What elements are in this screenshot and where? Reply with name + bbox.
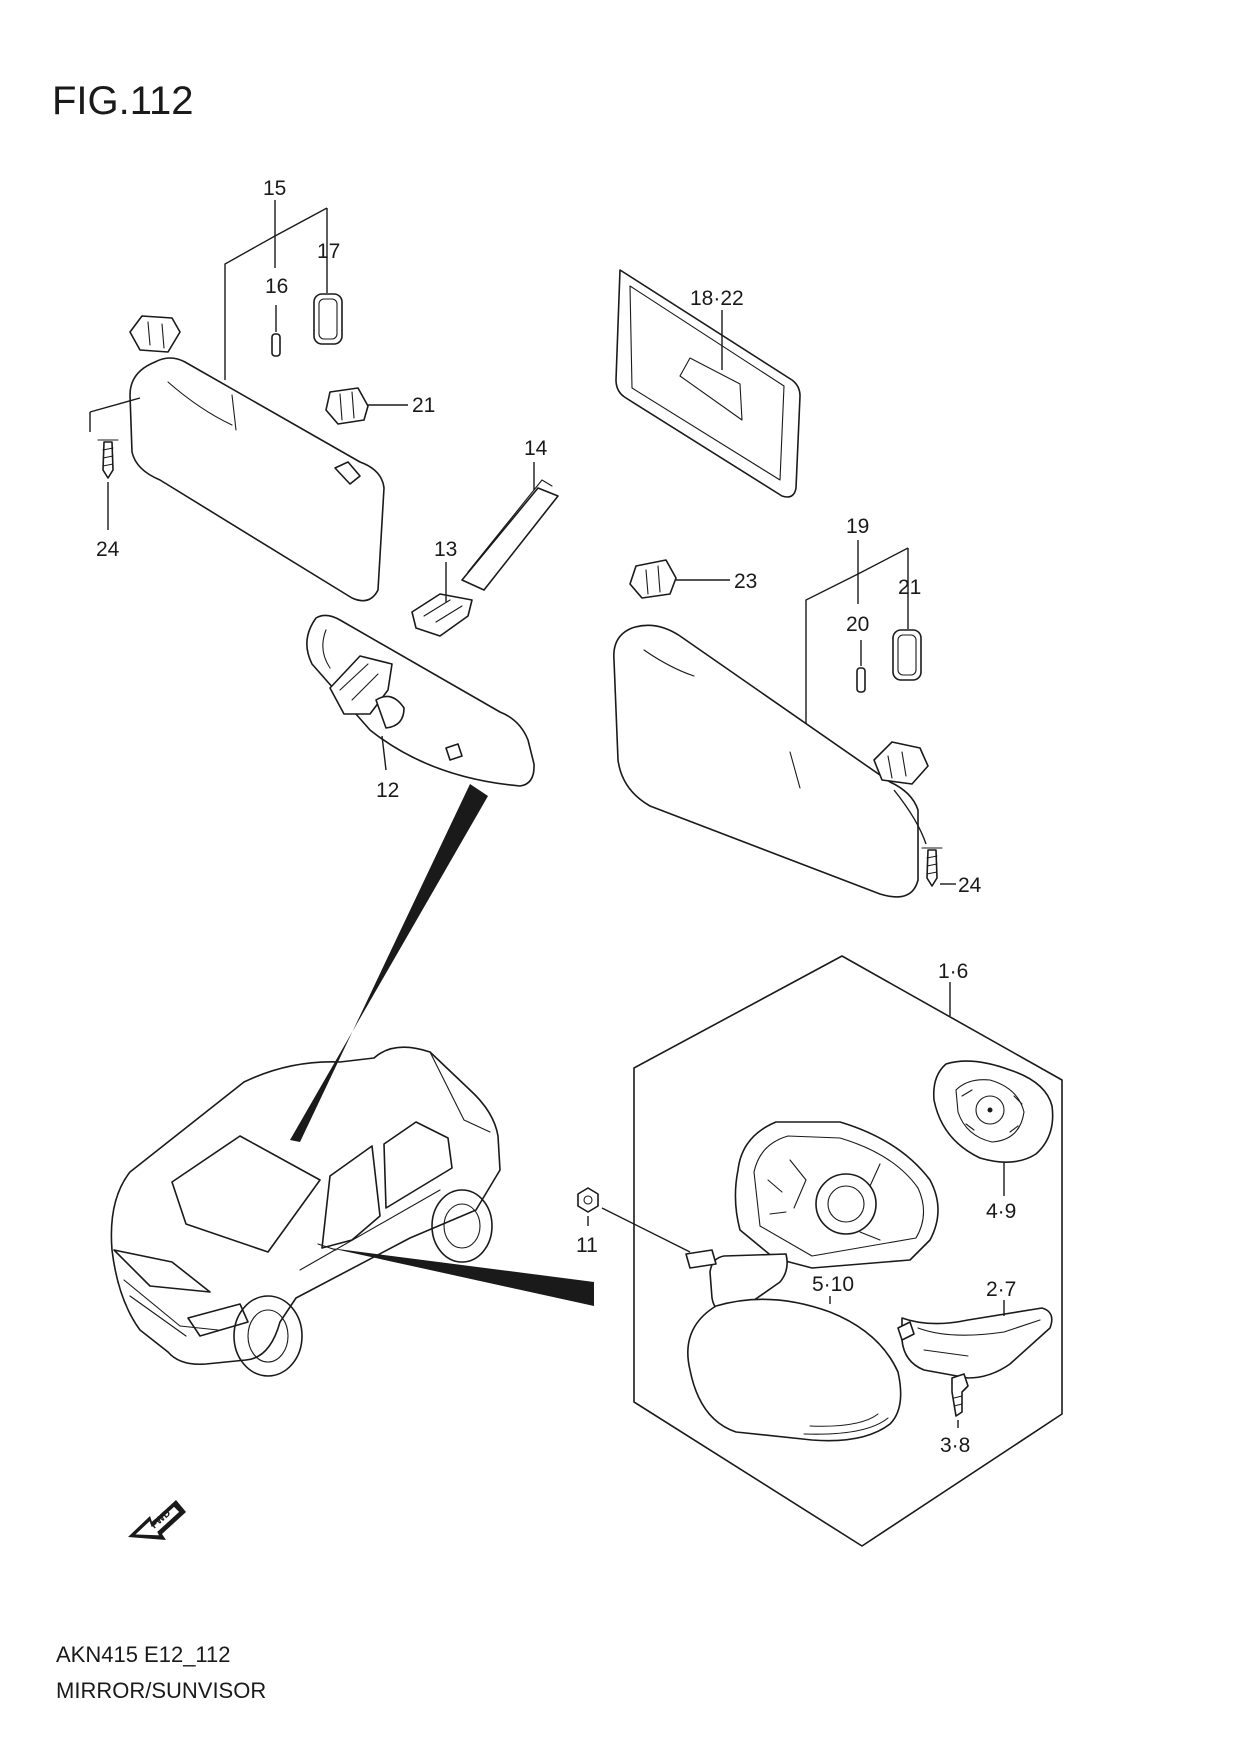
callout-15: 15 [263, 177, 286, 200]
right-hinge-bracket [873, 741, 929, 785]
clip-ring-21-lower [892, 629, 922, 681]
vanity-mirror-18-22 [615, 269, 801, 498]
leader-19 [805, 547, 909, 778]
pin-16 [271, 333, 281, 357]
right-sunvisor [613, 624, 919, 898]
figure-title: FIG.112 [52, 79, 194, 123]
footer-code: AKN415 E12_112 [56, 1642, 231, 1667]
callout-21-lower: 21 [898, 576, 921, 599]
mirror-housing [734, 1121, 939, 1269]
callout-1-6: 1·6 [938, 960, 968, 983]
cover-14 [461, 487, 559, 591]
screw-24-right [926, 849, 938, 887]
mirror-glass-4-9 [932, 1060, 1054, 1163]
door-mirror-assembly: 1·6 4·9 11 5·10 [576, 955, 1063, 1547]
center-mirror-group: 14 13 12 [290, 437, 559, 1142]
callout-20: 20 [846, 613, 869, 636]
callout-16: 16 [265, 275, 288, 298]
nut-11 [577, 1187, 599, 1213]
footer-name: MIRROR/SUNVISOR [56, 1678, 266, 1703]
callout-24-left: 24 [96, 538, 120, 561]
leader-15 [224, 207, 328, 380]
callout-11: 11 [576, 1234, 598, 1257]
screw-3-8 [951, 1373, 969, 1417]
callout-13: 13 [434, 538, 457, 561]
turn-signal-lamp-2-7 [901, 1307, 1053, 1379]
callout-5-10: 5·10 [812, 1273, 854, 1296]
screw-24-left [102, 441, 114, 479]
mirror-cover-5-10 [687, 1298, 902, 1442]
callout-4-9: 4·9 [986, 1200, 1016, 1223]
callout-14: 14 [524, 437, 548, 460]
callout-12: 12 [376, 779, 399, 802]
front-wheel [233, 1295, 303, 1377]
pin-20 [856, 667, 866, 693]
callout-18-22: 18·22 [690, 287, 744, 310]
left-hinge-bracket [129, 315, 181, 353]
clip-23 [629, 559, 677, 599]
callout-23: 23 [734, 570, 757, 593]
clip-ring-17 [313, 293, 343, 345]
callout-17: 17 [317, 240, 340, 263]
bracket-13 [411, 593, 473, 637]
callout-24-right: 24 [958, 874, 982, 897]
callout-21-upper: 21 [412, 394, 435, 417]
pointer-wedge-lower [330, 1248, 594, 1306]
left-sunvisor [129, 357, 385, 602]
left-sunvisor-group: 15 16 17 24 21 [89, 177, 435, 602]
pointer-wedge-upper [290, 784, 488, 1142]
callout-2-7: 2·7 [986, 1278, 1016, 1301]
rear-wheel [431, 1189, 493, 1263]
car-outline [110, 1046, 501, 1377]
callout-19: 19 [846, 515, 869, 538]
assembly-frame [633, 955, 1063, 1547]
callout-3-8: 3·8 [940, 1434, 970, 1457]
right-sunvisor-group: 18·22 23 19 20 21 24 [613, 269, 982, 898]
clip-21-upper [325, 387, 369, 425]
fwd-arrow: FWD [128, 1500, 186, 1540]
